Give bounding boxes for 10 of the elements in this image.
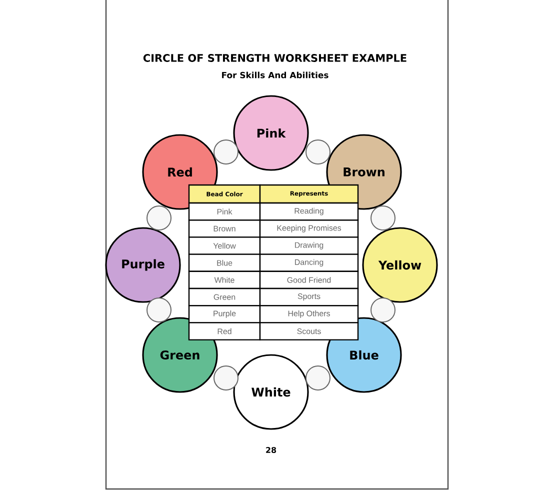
spacer-bead	[214, 366, 238, 390]
title: CIRCLE OF STRENGTH WORKSHEET EXAMPLE	[143, 54, 406, 62]
spacer-bead	[370, 206, 396, 230]
subtitle: For Skills And Abilities	[222, 72, 328, 78]
spacer-bead	[146, 298, 172, 322]
spacer-bead	[306, 366, 330, 390]
spacer-bead	[370, 298, 396, 322]
spacer-bead	[214, 140, 238, 164]
spacer-bead	[306, 140, 330, 164]
spacer-bead	[146, 206, 172, 230]
